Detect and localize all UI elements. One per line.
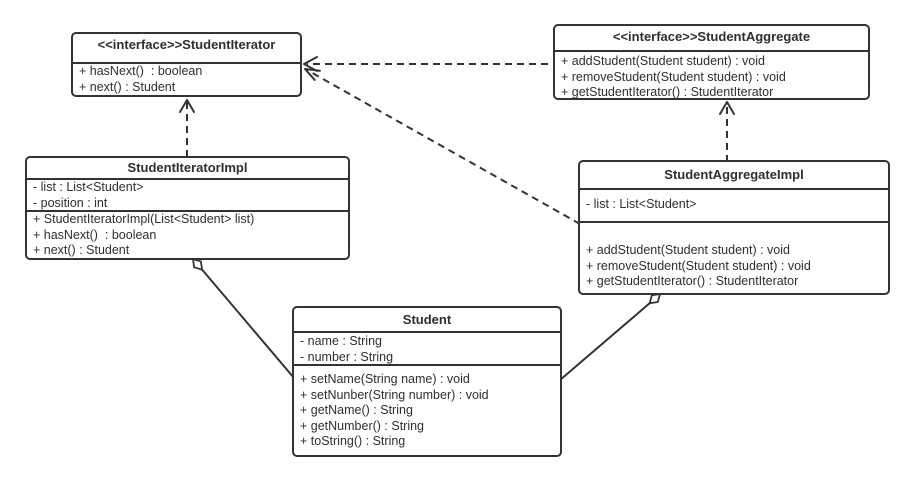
class-box-student-aggregate: <<interface>>StudentAggregate + addStude…: [553, 24, 870, 100]
method-item: + getStudentIterator() : StudentIterator: [561, 85, 774, 98]
methods-compartment: + addStudent(Student student) : void + r…: [580, 221, 888, 293]
class-box-student: Student - name : String - number : Strin…: [292, 306, 562, 457]
method-item: + next() : Student: [79, 79, 176, 94]
method-item: + StudentIteratorImpl(List<Student> list…: [33, 212, 255, 226]
method-item: + getName() : String: [300, 403, 413, 417]
realization-arrow-aggregateimpl-to-aggregate: [719, 101, 735, 162]
method-item: + next() : Student: [33, 243, 130, 257]
method-item: + getStudentIterator() : StudentIterator: [586, 274, 799, 288]
class-box-student-iterator: <<interface>>StudentIterator + hasNext()…: [71, 32, 302, 97]
method-item: + setName(String name) : void: [300, 372, 470, 386]
class-title-student-iterator-impl: StudentIteratorImpl: [127, 160, 248, 175]
class-title-student-aggregate: <<interface>>StudentAggregate: [612, 29, 811, 44]
method-item: + removeStudent(Student student) : void: [586, 258, 811, 273]
attribute-item: - name : String: [300, 334, 382, 348]
attributes-compartment: - list : List<Student> - position : int: [27, 178, 348, 210]
class-title-student: Student: [402, 312, 452, 327]
class-box-student-iterator-impl: StudentIteratorImpl - list : List<Studen…: [25, 156, 350, 260]
aggregation-link-iteratorimpl-student: [191, 257, 295, 379]
attributes-compartment: - list : List<Student>: [580, 188, 888, 221]
attributes-compartment: - name : String - number : String: [294, 331, 560, 364]
attribute-item: - list : List<Student>: [586, 197, 697, 211]
attribute-item: - number : String: [300, 349, 394, 364]
methods-compartment: + addStudent(Student student) : void + r…: [555, 50, 868, 98]
method-item: + addStudent(Student student) : void: [561, 54, 765, 68]
method-item: + setNunber(String number) : void: [300, 387, 489, 402]
method-item: + addStudent(Student student) : void: [586, 243, 790, 257]
attribute-item: - position : int: [33, 195, 108, 210]
method-item: + toString() : String: [300, 434, 406, 448]
dependency-arrow-aggregateimpl-to-iterator: [304, 68, 581, 225]
class-title-student-iterator: <<interface>>StudentIterator: [97, 37, 276, 52]
method-item: + hasNext() : boolean: [79, 64, 203, 78]
methods-compartment: + hasNext() : boolean + next() : Student: [73, 62, 300, 95]
method-item: + getNumber() : String: [300, 418, 425, 433]
methods-compartment: + StudentIteratorImpl(List<Student> list…: [27, 210, 348, 258]
dependency-arrow-aggregate-to-iterator: [303, 56, 560, 72]
aggregation-link-aggregateimpl-student: [559, 292, 662, 381]
class-box-student-aggregate-impl: StudentAggregateImpl - list : List<Stude…: [578, 160, 890, 295]
class-title-student-aggregate-impl: StudentAggregateImpl: [664, 167, 804, 182]
methods-compartment: + setName(String name) : void + setNunbe…: [294, 364, 560, 455]
realization-arrow-iteratorimpl-to-iterator: [179, 99, 195, 157]
method-item: + removeStudent(Student student) : void: [561, 69, 786, 84]
attribute-item: - list : List<Student>: [33, 180, 144, 194]
method-item: + hasNext() : boolean: [33, 227, 157, 242]
